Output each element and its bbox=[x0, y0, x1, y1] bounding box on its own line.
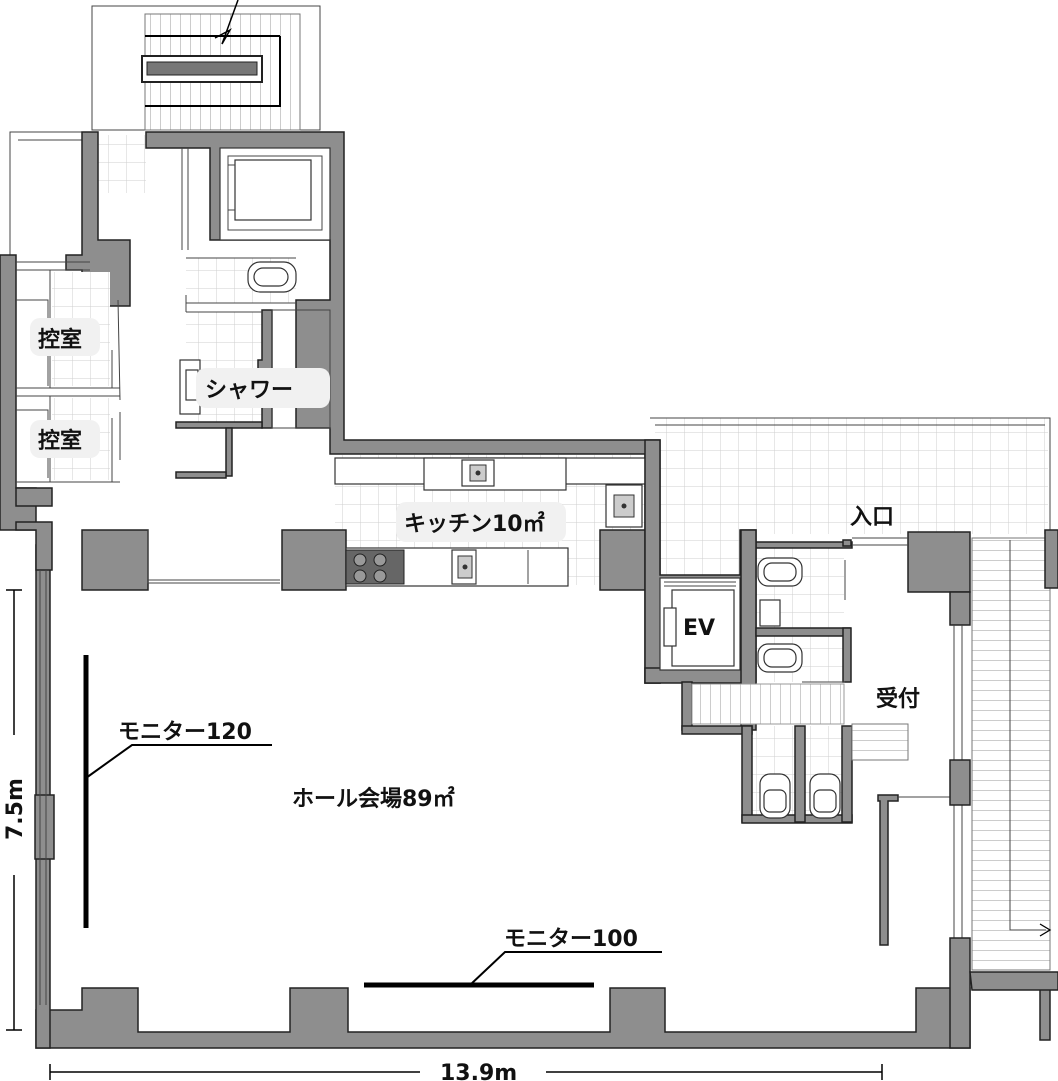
window-pier-left bbox=[34, 794, 55, 860]
monitor-left-leader bbox=[85, 744, 272, 779]
column-hall-left bbox=[81, 529, 149, 591]
label-monitor-bottom: モニター100 bbox=[504, 927, 638, 952]
dimension-height bbox=[6, 589, 22, 1031]
kitchen-counters bbox=[334, 457, 646, 587]
exterior-stair bbox=[971, 537, 1051, 971]
label-hall: ホール会場89㎡ bbox=[292, 786, 455, 812]
pantry-tile bbox=[98, 135, 146, 193]
dimension-width bbox=[49, 1064, 883, 1080]
label-control-room-1: 控室 bbox=[38, 327, 82, 353]
wall-bottom bbox=[35, 987, 971, 1049]
left-balcony bbox=[9, 131, 90, 255]
restrooms-right bbox=[681, 529, 909, 824]
label-shower: シャワー bbox=[205, 378, 293, 403]
label-elevator: EV bbox=[683, 616, 715, 641]
label-entrance: 入口 bbox=[850, 505, 894, 530]
label-kitchen: キッチン10㎡ bbox=[404, 511, 545, 537]
column-kitchen-left bbox=[281, 529, 347, 591]
reception-wall bbox=[877, 794, 899, 946]
wall-left-upper bbox=[0, 254, 37, 531]
label-height: 7.5m bbox=[3, 778, 28, 840]
label-monitor-left: モニター120 bbox=[118, 720, 252, 745]
column-kitchen-right bbox=[599, 529, 646, 591]
label-width: 13.9m bbox=[440, 1061, 517, 1081]
terrace-tile bbox=[655, 418, 1048, 534]
right-terrace-outline bbox=[650, 417, 1051, 535]
column-entrance bbox=[907, 531, 971, 593]
label-reception: 受付 bbox=[876, 686, 920, 712]
toilet-upper bbox=[247, 261, 297, 293]
label-control-room-2: 控室 bbox=[38, 428, 82, 454]
monitor-bottom-leader bbox=[469, 951, 662, 986]
window-pier-right bbox=[949, 759, 971, 806]
